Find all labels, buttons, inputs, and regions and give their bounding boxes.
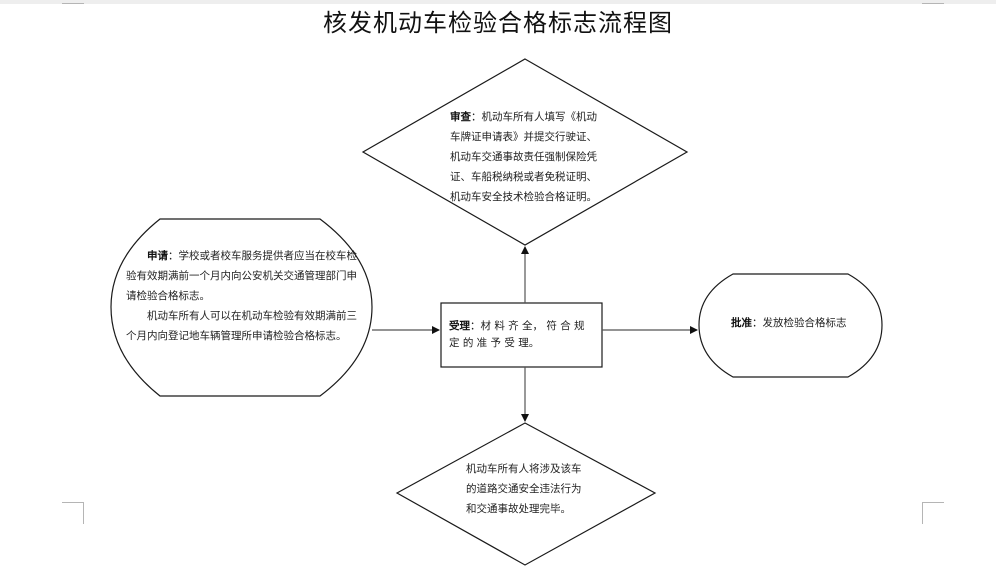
review-diamond [361, 58, 689, 246]
crop-mark-bottom-left-h [62, 502, 83, 503]
review-text: 审查：机动车所有人填写《机动车牌证申请表》并提交行驶证、机动车交通事故责任强制保… [450, 107, 606, 207]
approve-rounded-box [698, 273, 883, 378]
apply-body-1: ：学校或者校车服务提供者应当在校车检验有效期满前一个月内向公安机关交通管理部门申… [126, 250, 357, 302]
accept-label: 受理 [449, 320, 470, 332]
violations-text: 机动车所有人将涉及该车的道路交通安全违法行为和交通事故处理完毕。 [466, 459, 588, 519]
accept-box [440, 302, 603, 368]
apply-paragraph-1: 申请：学校或者校车服务提供者应当在校车检验有效期满前一个月内向公安机关交通管理部… [126, 246, 359, 306]
crop-mark-top-right [922, 3, 944, 4]
approve-text: 批准：发放检验合格标志 [731, 313, 871, 333]
accept-text: 受理：材 料 齐 全， 符 合 规 定 的 准 予 受 理。 [449, 318, 597, 352]
apply-body-2: 机动车所有人可以在机动车检验有效期满前三个月内向登记地车辆管理所申请检验合格标志… [126, 310, 357, 342]
crop-mark-bottom-left-v [83, 502, 84, 524]
apply-rounded-box [110, 218, 373, 397]
violations-diamond [395, 422, 657, 566]
review-label: 审查 [450, 111, 471, 123]
page-title: 核发机动车检验合格标志流程图 [323, 9, 673, 37]
crop-mark-bottom-right-v [922, 502, 923, 524]
apply-paragraph-2: 机动车所有人可以在机动车检验有效期满前三个月内向登记地车辆管理所申请检验合格标志… [126, 306, 359, 346]
crop-mark-top-left [62, 3, 84, 4]
page-top-edge [0, 0, 996, 4]
review-body: ：机动车所有人填写《机动车牌证申请表》并提交行驶证、机动车交通事故责任强制保险凭… [450, 111, 597, 203]
apply-text: 申请：学校或者校车服务提供者应当在校车检验有效期满前一个月内向公安机关交通管理部… [126, 246, 359, 346]
approve-body: ：发放检验合格标志 [752, 317, 847, 329]
apply-label: 申请 [147, 250, 168, 262]
crop-mark-bottom-right-h [922, 502, 944, 503]
approve-label: 批准 [731, 317, 752, 329]
violations-body: 机动车所有人将涉及该车的道路交通安全违法行为和交通事故处理完毕。 [466, 463, 582, 515]
accept-body: ：材 料 齐 全， 符 合 规 定 的 准 予 受 理。 [449, 320, 585, 349]
